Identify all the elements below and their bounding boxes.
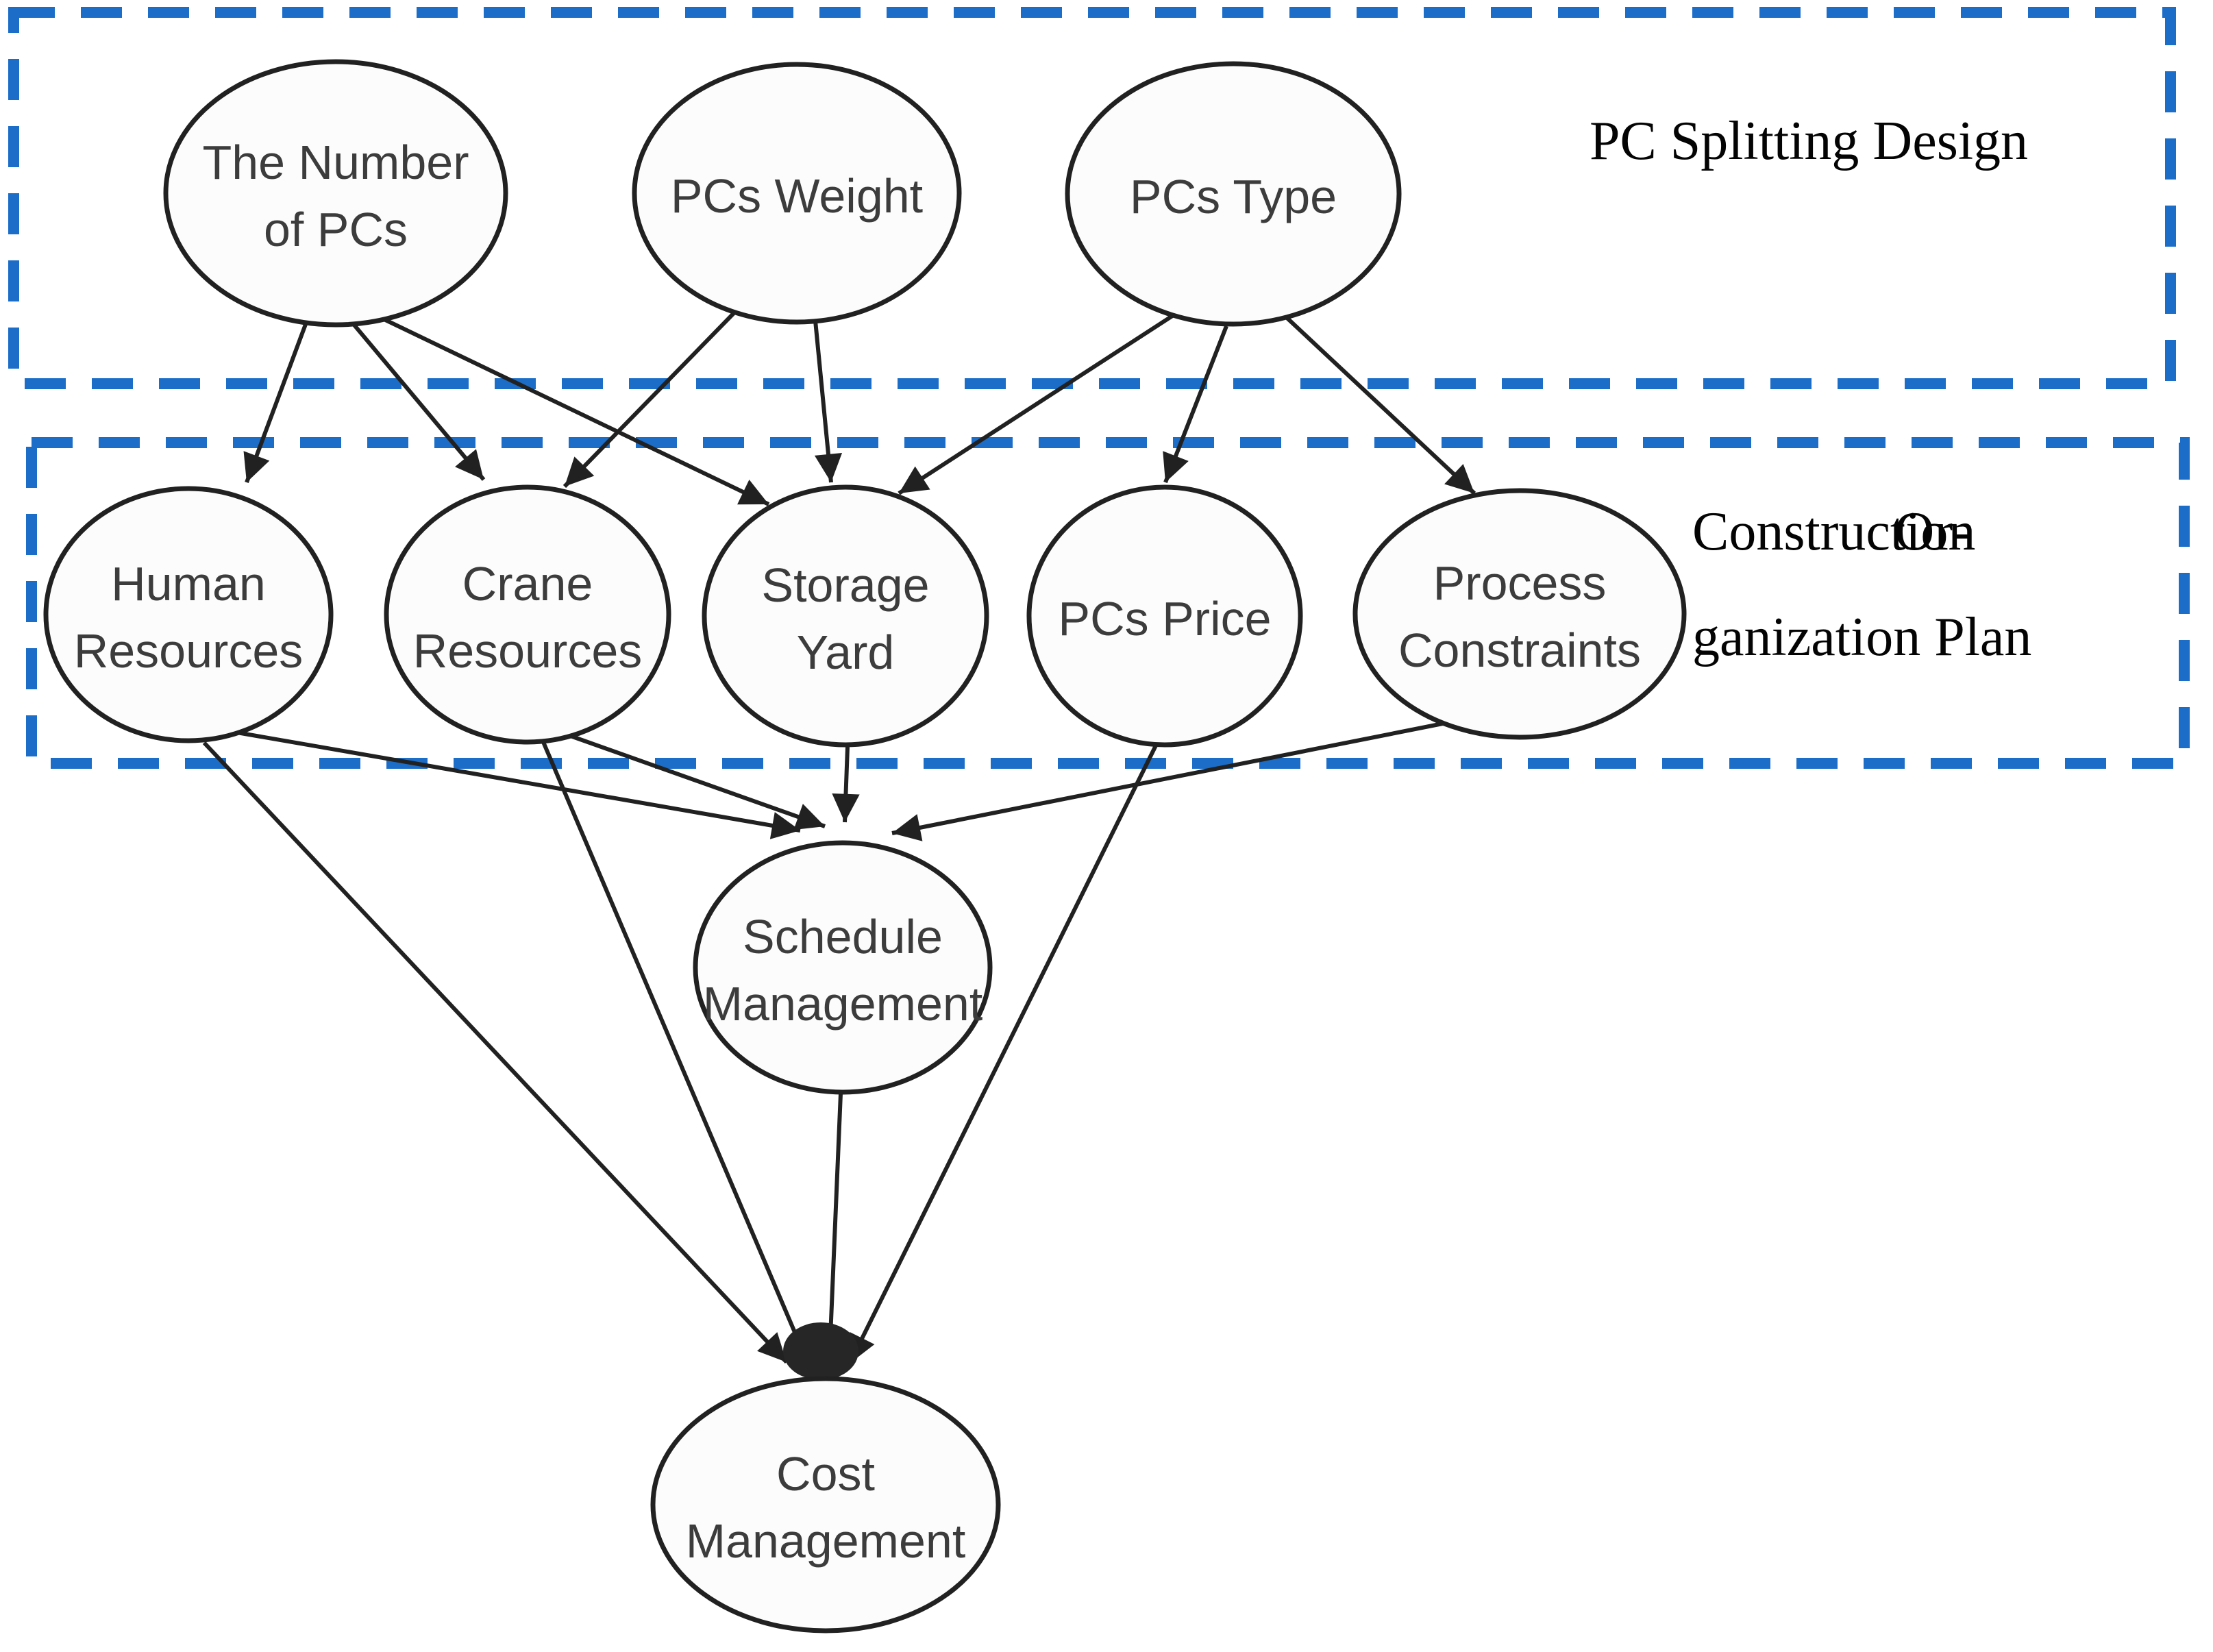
edge-pcs-price-to-cost-management	[848, 740, 1160, 1365]
construction-organization-plan-label-line1: Construction Or-	[1692, 502, 1989, 562]
edges-layer	[202, 308, 1476, 1370]
construction-organization-plan-label-word2: Or-	[1895, 502, 1970, 562]
construction-organization-plan-box	[26, 437, 2190, 769]
node-pcs-weight-ellipse	[632, 62, 962, 325]
node-pcs-weight-label: PCs Weight	[671, 169, 923, 223]
edge-human-resources-to-schedule-management	[232, 730, 801, 839]
arrow-convergence-blob	[783, 1322, 858, 1380]
node-cost-management-ellipse	[650, 1376, 1001, 1633]
edge-pcs-type-to-process-constraints	[1281, 312, 1476, 495]
node-the-number-of-pcs-ellipse	[163, 59, 508, 328]
edge-the-number-of-pcs-to-storage-yard	[374, 313, 770, 506]
node-pcs-type-ellipse	[1065, 61, 1402, 327]
edge-storage-yard-to-schedule-management	[832, 746, 860, 823]
construction-organization-plan-label-word1: Construction	[1692, 502, 1975, 562]
edge-crane-resources-to-cost-management	[539, 736, 812, 1369]
edge-pcs-type-to-storage-yard	[898, 309, 1181, 495]
edge-pcs-weight-to-storage-yard	[813, 320, 843, 483]
edge-pcs-weight-to-crane-resources	[562, 308, 739, 489]
node-pcs-price-label: PCs Price	[1058, 592, 1271, 645]
edge-the-number-of-pcs-to-human-resources	[243, 319, 309, 484]
node-pcs-type-label: PCs Type	[1130, 170, 1337, 223]
edge-pcs-type-to-pcs-price	[1163, 325, 1228, 484]
edge-the-number-of-pcs-to-crane-resources	[351, 322, 486, 481]
edge-crane-resources-to-schedule-management	[554, 728, 826, 830]
construction-organization-plan-label-line2: ganization Plan	[1692, 607, 2031, 667]
edge-process-constraints-to-schedule-management	[891, 720, 1450, 841]
pc-splitting-design-label: PC Splitting Design	[1590, 111, 2028, 171]
node-crane-resources-ellipse	[384, 484, 671, 745]
pc-splitting-design-box	[8, 7, 2176, 389]
node-human-resources-ellipse	[43, 486, 334, 743]
edge-human-resources-to-cost-management	[202, 741, 789, 1364]
node-pcs-price-ellipse	[1026, 484, 1303, 748]
node-storage-yard-ellipse	[702, 484, 989, 748]
edge-schedule-management-to-cost-management	[816, 1093, 844, 1370]
node-process-constraints-ellipse	[1352, 488, 1687, 740]
node-schedule-management-ellipse	[693, 840, 993, 1095]
